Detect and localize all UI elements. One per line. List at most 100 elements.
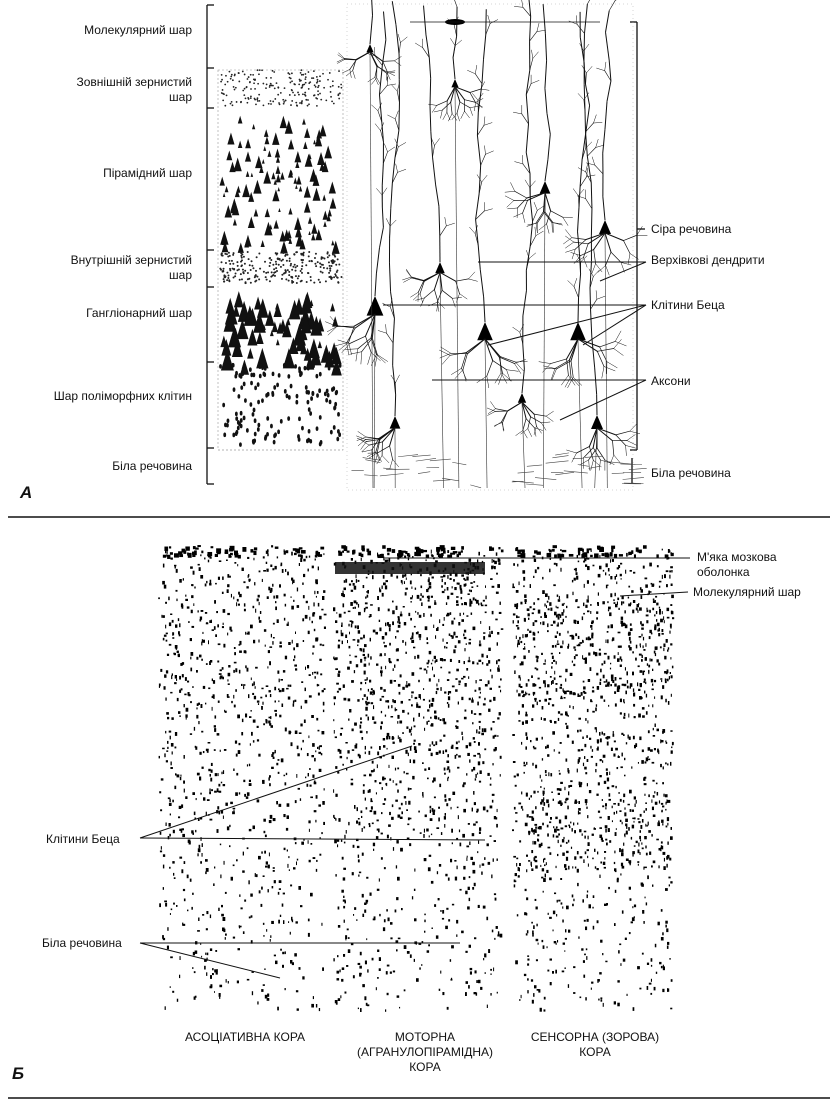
stain-cell [179, 777, 182, 781]
stain-cell [227, 574, 230, 578]
stain-cell [405, 641, 407, 646]
stain-cell [579, 829, 582, 833]
stain-cell [571, 660, 573, 663]
stain-cell [205, 749, 208, 752]
dendrite [604, 61, 607, 71]
stain-cell [431, 741, 434, 745]
dendrite [371, 104, 379, 111]
stain-cell [479, 640, 481, 644]
stain-cell [214, 969, 217, 973]
stain-cell [626, 552, 628, 557]
dendrite [613, 348, 624, 356]
stain-cell [534, 632, 536, 636]
stain-cell [397, 616, 400, 618]
stain-cell [429, 818, 433, 821]
granule-dot [258, 99, 261, 102]
stain-cell [191, 906, 193, 910]
stain-cell [560, 549, 562, 551]
dendrite [613, 339, 622, 349]
polymorph-cell [257, 399, 260, 405]
granule-dot [315, 76, 318, 78]
stain-cell [222, 676, 224, 680]
stain-cell [384, 585, 388, 590]
stain-cell [559, 800, 562, 805]
stain-cell [532, 631, 535, 636]
stain-cell [465, 992, 467, 996]
dendrite [502, 410, 508, 423]
pyramid-cell [275, 173, 281, 183]
stain-cell [455, 725, 458, 727]
stain-cell [192, 967, 194, 969]
stain-cell [300, 723, 303, 727]
stain-cell [311, 1003, 314, 1008]
stain-cell [661, 611, 663, 615]
stain-cell [428, 577, 430, 580]
stain-cell [278, 888, 281, 890]
stain-cell [343, 580, 346, 583]
stain-cell [182, 833, 185, 838]
stain-cell [279, 641, 282, 644]
polymorph-cell [266, 416, 270, 421]
pia-cell [498, 546, 501, 550]
granule-dot [252, 267, 255, 270]
stain-cell [444, 824, 446, 828]
polymorph-cell [297, 437, 301, 442]
stain-cell [533, 602, 535, 605]
stain-cell [243, 581, 246, 584]
stain-cell [583, 830, 587, 833]
pyramid-cell [310, 315, 323, 336]
stain-cell [401, 811, 403, 815]
stain-cell [394, 767, 397, 771]
stain-cell [670, 643, 673, 646]
layer-cell-schematic [217, 69, 344, 451]
stain-cell [301, 681, 304, 683]
pyramid-cell [227, 325, 242, 348]
stain-cell [577, 810, 579, 815]
stain-cell [337, 673, 340, 677]
stain-cell [198, 721, 200, 725]
stain-cell [427, 720, 430, 722]
pyramid-cell [286, 230, 292, 239]
stain-cell [366, 938, 368, 941]
stain-cell [493, 840, 496, 842]
stain-cell [272, 641, 274, 645]
stain-cell [268, 716, 272, 719]
stain-cell [412, 828, 415, 831]
granule-dot [320, 256, 323, 259]
stain-cell [623, 712, 626, 716]
stain-cell [446, 702, 449, 704]
polymorph-cell [262, 371, 266, 377]
pyramid-cell [247, 216, 255, 228]
apical-dendrite [398, 102, 400, 131]
stain-cell [455, 635, 458, 638]
dendrite [389, 427, 396, 447]
dendrite [336, 58, 345, 63]
dendrite [593, 249, 596, 265]
white-matter-fiber [383, 467, 397, 470]
stain-cell [336, 839, 340, 842]
stain-cell [624, 774, 626, 777]
stain-cell [537, 826, 541, 830]
stain-cell [659, 608, 661, 613]
granule-dot [256, 97, 259, 100]
stain-cell [568, 785, 570, 788]
stain-cell [353, 670, 356, 674]
granule-dot [258, 278, 261, 281]
stain-cell [556, 788, 560, 791]
stain-cell [221, 771, 223, 775]
polymorph-cell [242, 415, 246, 421]
granule-dot [292, 265, 295, 268]
dendrite [365, 313, 376, 337]
dendrite [475, 65, 478, 75]
stain-cell [619, 943, 622, 946]
stain-cell [388, 736, 391, 740]
granule-dot [308, 103, 310, 106]
stain-cell [395, 783, 398, 786]
stain-cell [341, 622, 343, 626]
stain-cell [601, 799, 603, 801]
stain-cell [221, 913, 224, 917]
stain-cell [315, 819, 317, 823]
stain-cell [665, 888, 668, 891]
pia-cell [397, 553, 402, 558]
stain-cell [204, 612, 208, 614]
